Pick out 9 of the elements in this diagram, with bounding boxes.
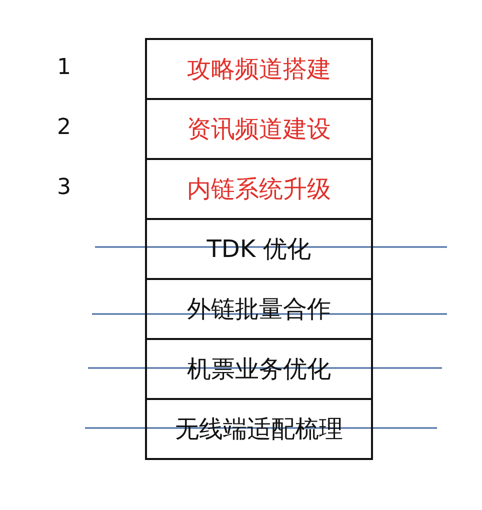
- row-number: 2: [56, 115, 72, 140]
- table-cell: [145, 158, 373, 220]
- row-number: 3: [56, 175, 72, 200]
- cell-text: 资讯频道建设: [187, 114, 331, 145]
- row-number: 1: [56, 55, 72, 80]
- table-cell: [145, 38, 373, 100]
- table-cell: [145, 98, 373, 160]
- cell-text: 攻略频道搭建: [187, 54, 331, 85]
- cell-text: 内链系统升级: [187, 174, 331, 205]
